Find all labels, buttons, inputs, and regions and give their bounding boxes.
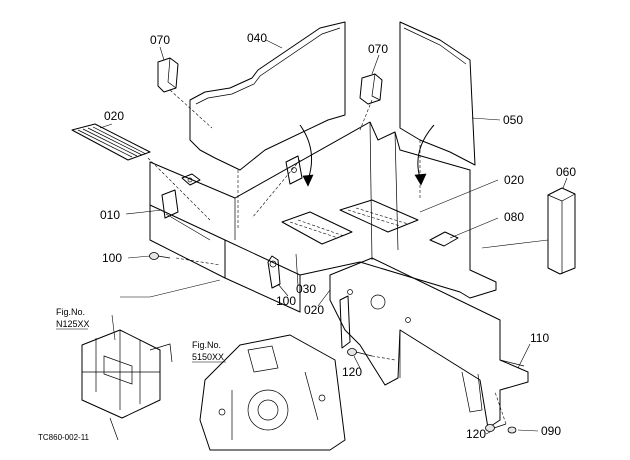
callout-020-right: 020: [504, 173, 524, 187]
callout-020-floor: 020: [304, 303, 324, 317]
leader-lines: [99, 39, 568, 435]
part-060-block: [547, 187, 576, 275]
callout-020-mat: 020: [104, 109, 124, 123]
bolt-120-mid: [347, 348, 373, 357]
bolt-090: [507, 426, 517, 434]
part-020-mat-left: [71, 123, 151, 161]
assembly-guide-lines: [111, 89, 507, 425]
bolt-100-left: [149, 252, 171, 260]
ref-assembly-n125xx: [81, 329, 173, 441]
ref-assembly-5150xx: [199, 334, 346, 451]
callout-120-lower: 120: [466, 427, 486, 441]
part-030-stay: [267, 255, 281, 289]
part-010-floor-frame: [149, 121, 497, 313]
part-050-right-panel: [399, 21, 476, 166]
callout-030: 030: [296, 282, 316, 296]
callout-080: 080: [504, 210, 524, 224]
rotation-arrows: [299, 124, 435, 187]
callout-060: 060: [556, 165, 576, 179]
callout-070-left: 070: [150, 33, 170, 47]
callout-labels: 070 040 070 050 020 010 100 100 030 020 …: [100, 31, 576, 441]
callout-100-left: 100: [102, 251, 122, 265]
bolt-120-lower: [485, 423, 507, 432]
fig-ref-number-b: 5150XX: [192, 352, 224, 362]
part-070-cushion-left: [157, 57, 179, 93]
callout-050: 050: [503, 113, 523, 127]
callout-100-mid: 100: [276, 294, 296, 308]
fig-ref-number-a: N125XX: [56, 319, 90, 329]
callout-010: 010: [100, 208, 120, 222]
fig-ref-label-a: Fig.No.: [56, 307, 85, 317]
callout-090: 090: [541, 424, 561, 438]
callout-040: 040: [247, 31, 267, 45]
callout-120-mid: 120: [342, 365, 362, 379]
drawing-code: TC860-002-11: [38, 433, 90, 442]
callout-070-right: 070: [368, 42, 388, 56]
callout-110: 110: [530, 331, 549, 345]
figure-references: Fig.No. N125XX Fig.No. 5150XX: [56, 307, 226, 363]
part-040-left-panel: [189, 21, 346, 171]
fig-ref-label-b: Fig.No.: [192, 340, 221, 350]
part-070-cushion-right: [359, 73, 383, 105]
